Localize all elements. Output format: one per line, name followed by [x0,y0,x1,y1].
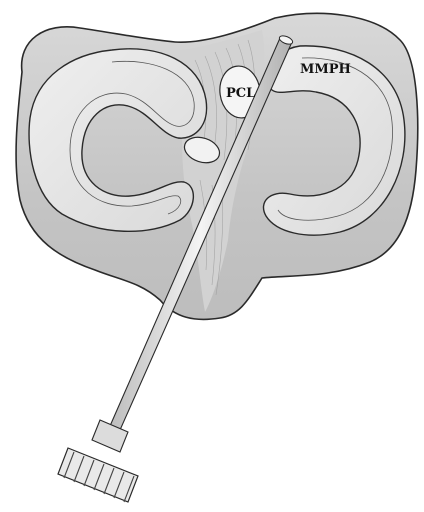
label-pcl: PCL [226,86,255,101]
label-mmph: MMPH [300,62,351,77]
instrument-handle [58,448,138,502]
